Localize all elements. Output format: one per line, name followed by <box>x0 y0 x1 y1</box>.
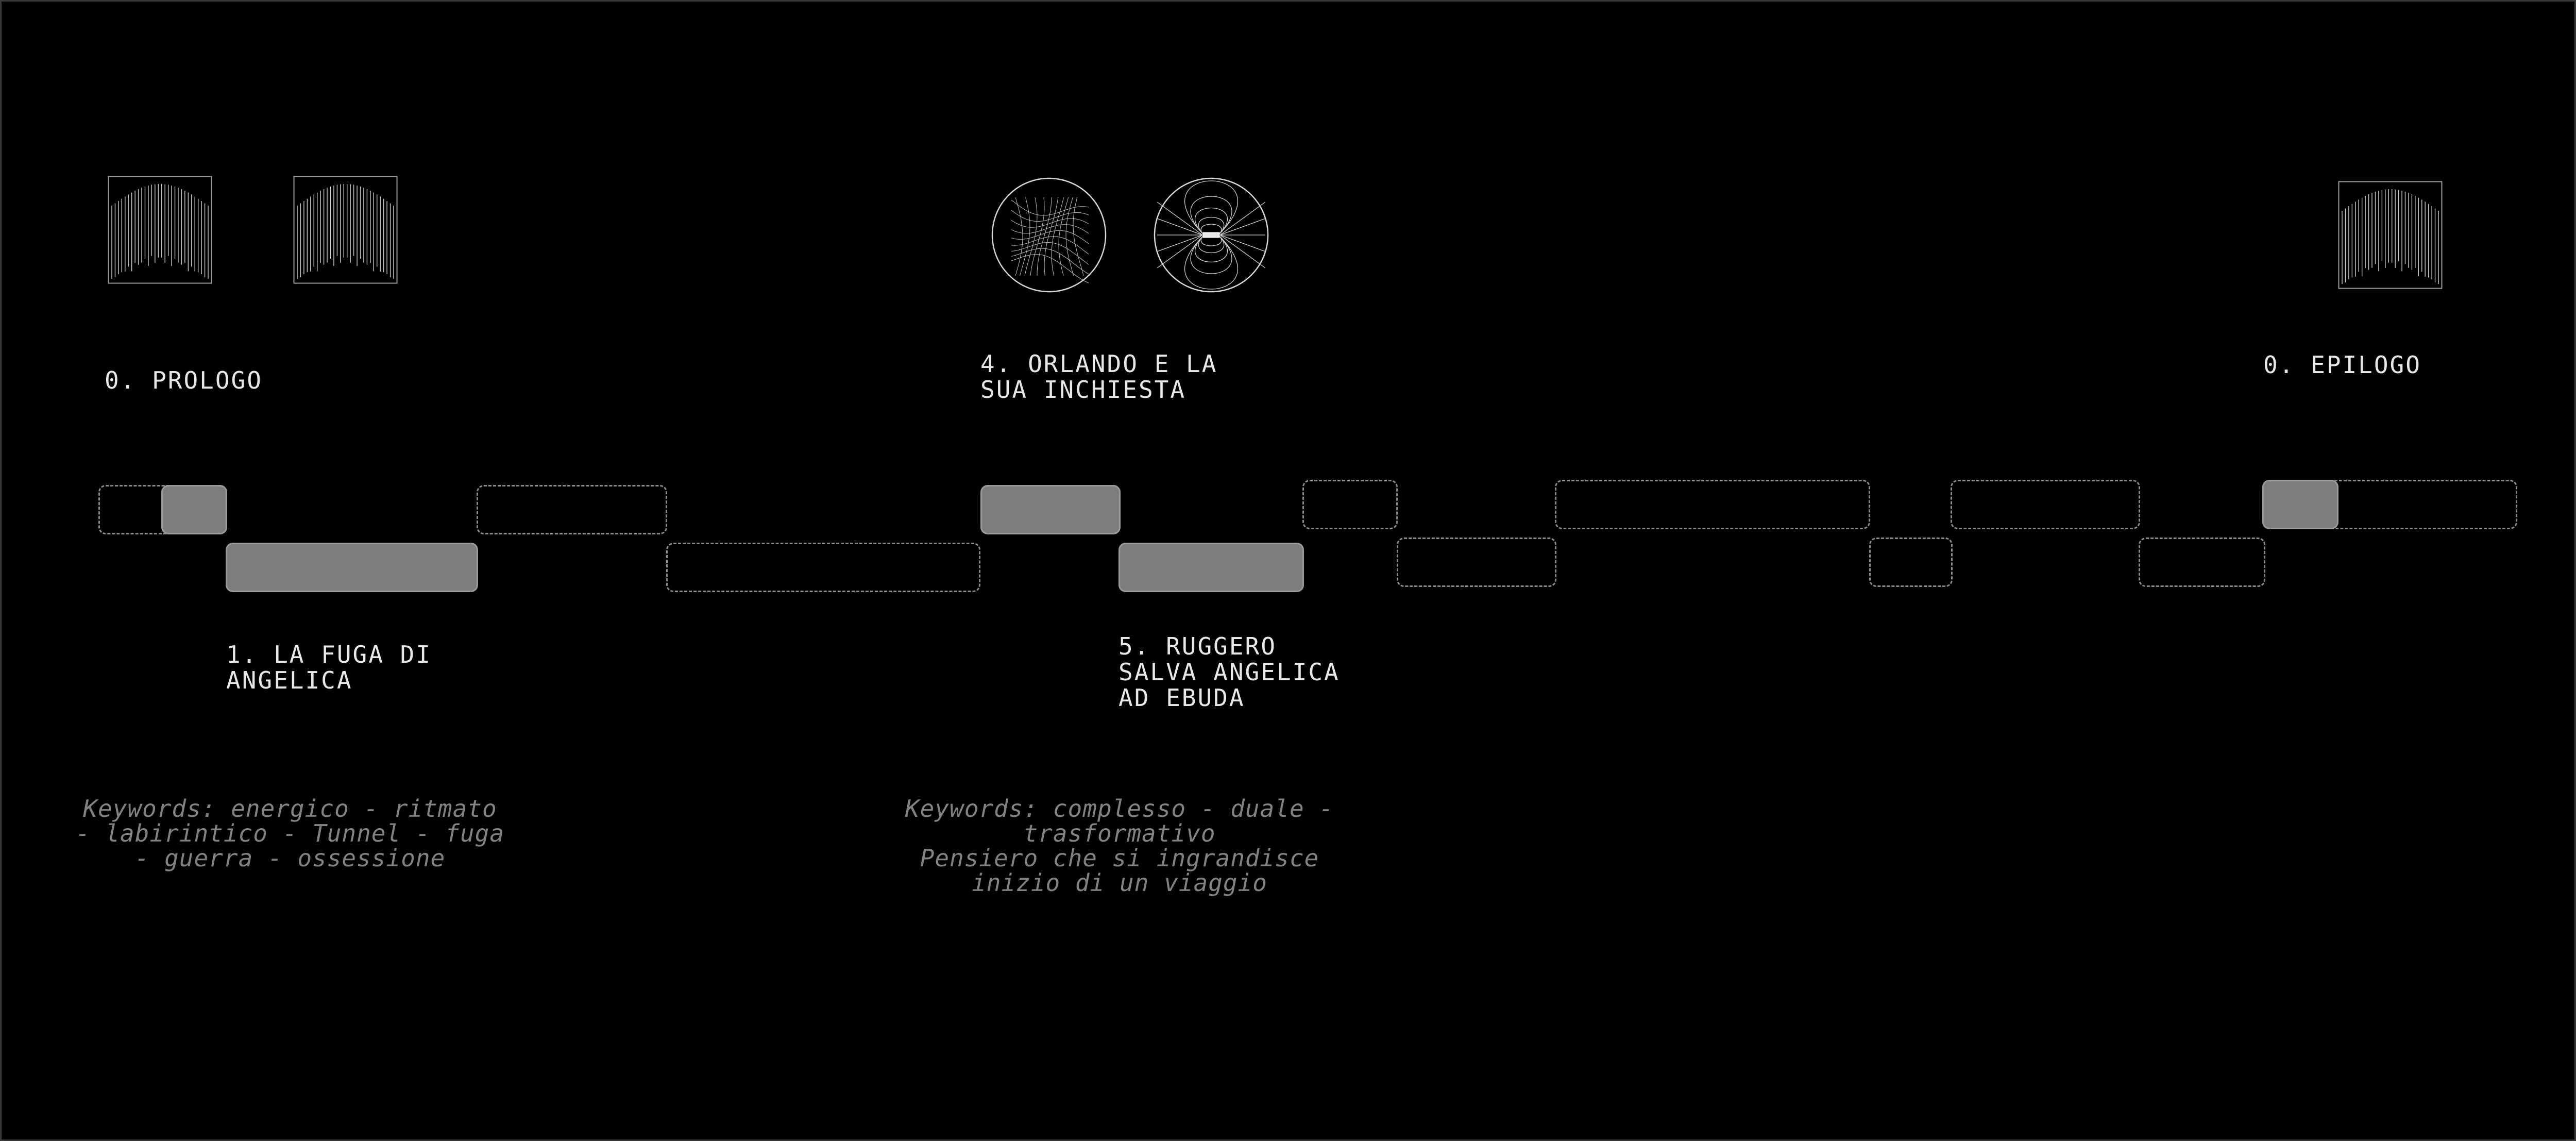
timeline-block-empty <box>477 485 667 534</box>
ruggero-label: 5. RUGGERO SALVA ANGELICA AD EBUDA <box>1118 632 1340 712</box>
warped-sphere-icon <box>991 177 1107 293</box>
timeline-block-empty <box>1397 538 1556 587</box>
timeline-block-empty <box>1951 480 2140 529</box>
fuga-keywords: Keywords: energico - ritmato - labirinti… <box>75 795 505 872</box>
timeline-block-orlando <box>980 485 1121 534</box>
prologo-curtain-icon-2 <box>293 176 398 284</box>
ruggero-keywords: Keywords: complesso - duale - trasformat… <box>905 795 1334 897</box>
fuga-label: 1. LA FUGA DI ANGELICA <box>226 641 432 694</box>
timeline-block-empty <box>1302 480 1398 529</box>
timeline-block-empty <box>2139 538 2265 587</box>
epilogo-label: 0. EPILOGO <box>2263 351 2421 379</box>
timeline-block-ruggero <box>1118 543 1304 592</box>
prologo-curtain-icon-1 <box>108 176 212 284</box>
timeline-block-empty <box>666 543 980 592</box>
timeline-block-epilogo <box>2262 480 2338 529</box>
orlando-label: 4. ORLANDO E LA SUA INCHIESTA <box>980 350 1218 404</box>
timeline-block-empty <box>1869 538 1953 587</box>
timeline-block-prologo <box>161 485 227 534</box>
timeline-block-empty <box>1555 480 1870 529</box>
timeline-block-fuga <box>226 543 478 592</box>
prologo-label: 0. PROLOGO <box>105 366 263 394</box>
epilogo-curtain-icon <box>2338 181 2443 289</box>
dipole-field-icon <box>1153 177 1269 293</box>
